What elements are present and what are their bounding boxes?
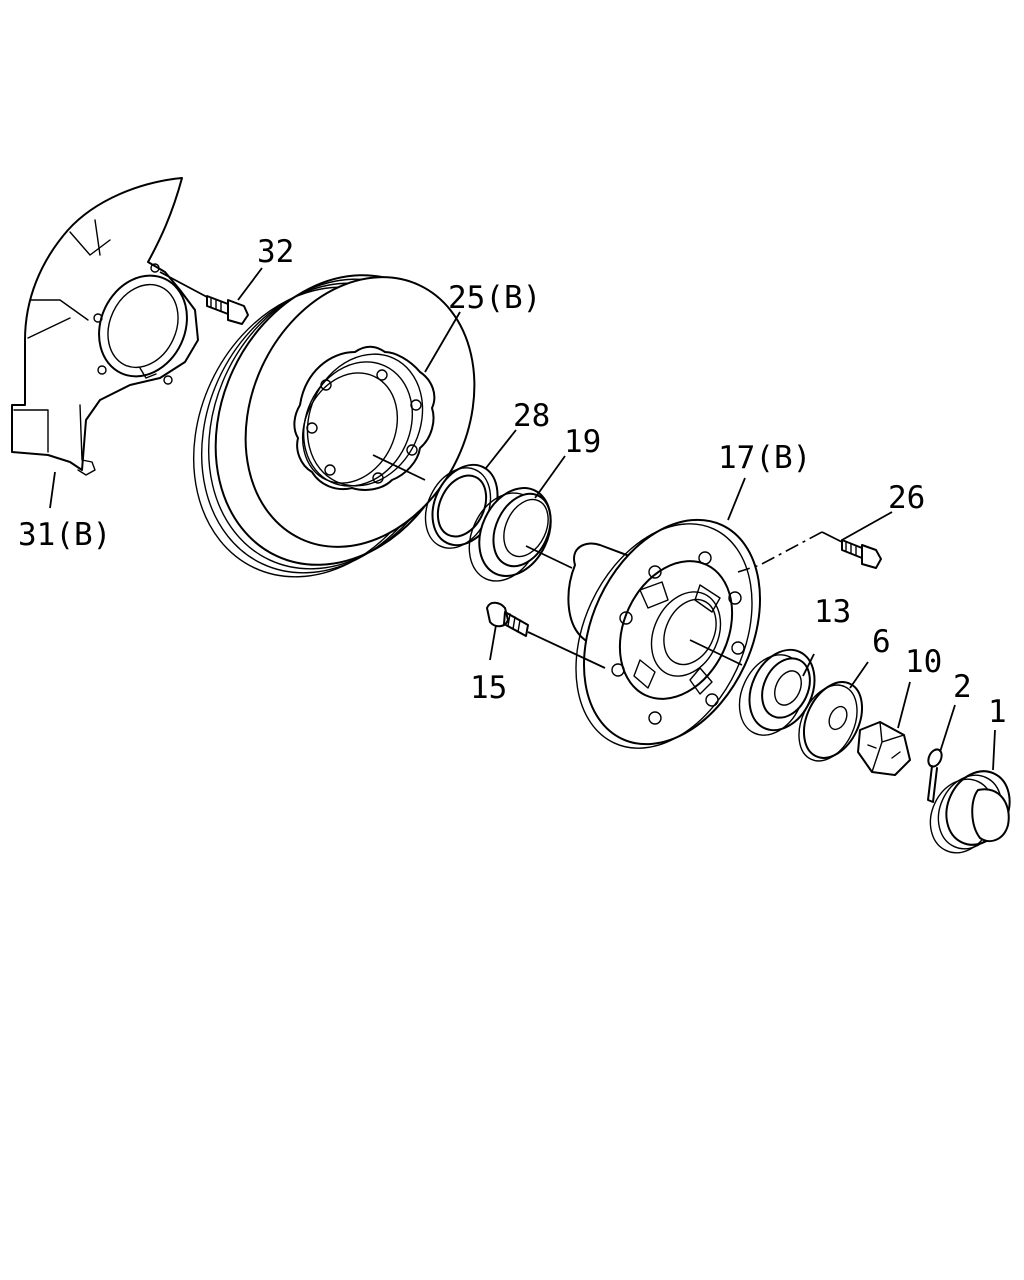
callout-25: 25(B)	[448, 280, 541, 316]
brake-disc	[192, 274, 476, 578]
leader-25	[424, 311, 461, 373]
leader-31	[49, 471, 56, 509]
callout-32: 32	[257, 234, 294, 270]
cotter-pin	[927, 704, 956, 803]
washer	[798, 661, 869, 762]
callout-1: 1	[988, 694, 1007, 730]
leader-17	[727, 477, 746, 521]
wheel-hub	[567, 518, 823, 749]
leader-15	[489, 624, 497, 661]
callout-10: 10	[905, 644, 942, 680]
leader-28	[485, 429, 517, 469]
leader-32	[237, 267, 263, 301]
castle-nut	[857, 681, 911, 776]
callout-15: 15	[470, 670, 507, 706]
callout-17: 17(B)	[718, 440, 811, 476]
wheel-stud	[486, 601, 606, 669]
leader-19	[534, 455, 566, 499]
leader-26	[841, 511, 893, 541]
bolt-32	[159, 271, 249, 325]
callout-13: 13	[814, 594, 851, 630]
grease-cap	[929, 729, 1011, 854]
dust-shield	[11, 177, 199, 476]
callout-19: 19	[564, 424, 601, 460]
inner-bearing	[468, 487, 573, 582]
callout-26: 26	[888, 480, 925, 516]
callout-28: 28	[513, 398, 550, 434]
callout-31: 31(B)	[18, 517, 111, 553]
bolt-26	[821, 531, 882, 569]
outer-bearing	[738, 648, 816, 736]
callout-6: 6	[872, 624, 891, 660]
callout-2: 2	[953, 669, 972, 705]
